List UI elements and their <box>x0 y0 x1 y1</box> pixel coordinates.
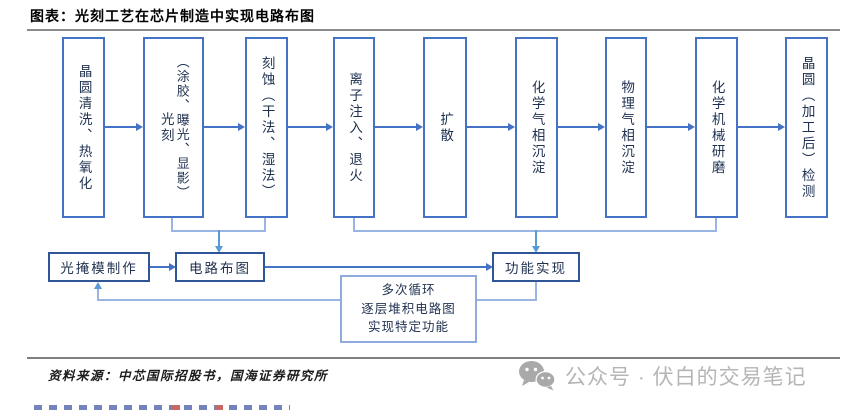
connector-line <box>97 299 537 301</box>
footer-divider <box>27 357 840 359</box>
connector-line <box>171 218 173 232</box>
process-step-box-diffusion: 扩散 <box>423 37 467 218</box>
process-step-box-cvd: 化学气相沉淀 <box>515 37 558 218</box>
flow-arrow-line <box>288 126 327 128</box>
arrow-down-icon <box>215 246 223 253</box>
arrow-right-icon <box>688 123 695 131</box>
arrow-up-icon <box>94 282 102 289</box>
wechat-icon <box>518 360 556 391</box>
step-label: 光刻 <box>158 111 174 144</box>
process-step-box-wafer-test: 晶圆（加工后）检测 <box>785 37 828 218</box>
watermark-text: 公众号 · 伏白的交易笔记 <box>565 365 807 389</box>
step-label: 扩散 <box>438 111 454 144</box>
step-label: 离子注入、退火 <box>347 71 363 184</box>
flow-arrow-line <box>647 126 689 128</box>
circuit-layout-box: 电路布图 <box>175 252 265 282</box>
process-step-box-cmp: 化学机械研磨 <box>695 37 738 218</box>
loop-note-line: 逐层堆积电路图 <box>361 301 456 316</box>
arrow-right-icon <box>326 123 333 131</box>
function-realization-label: 功能实现 <box>505 261 567 276</box>
photomask-label: 光掩模制作 <box>60 261 138 276</box>
step-sublabel: （涂胶、曝光、显影） <box>174 55 190 200</box>
connector-line <box>97 288 99 301</box>
process-step-box-lithography: （涂胶、曝光、显影） 光刻 <box>143 37 204 218</box>
process-step-box-wafer-clean: 晶圆清洗、热氧化 <box>62 37 105 218</box>
flow-arrow-line <box>738 126 779 128</box>
connector-line <box>535 230 537 247</box>
arrow-right-icon <box>486 263 493 271</box>
arrow-right-icon <box>778 123 785 131</box>
flow-arrow-line <box>467 126 509 128</box>
clipped-text-fragment <box>172 405 180 410</box>
loop-note-line: 多次循环 <box>381 282 436 297</box>
title-divider <box>27 29 840 31</box>
arrow-right-icon <box>416 123 423 131</box>
connector-line <box>353 218 355 232</box>
watermark: 公众号 · 伏白的交易笔记 <box>518 360 807 391</box>
arrow-right-icon <box>136 123 143 131</box>
flow-arrow-line <box>375 126 417 128</box>
function-realization-box: 功能实现 <box>492 252 580 282</box>
arrow-right-icon <box>169 263 176 271</box>
clipped-text-fragment <box>215 405 223 410</box>
connector-line <box>535 282 537 301</box>
arrow-right-icon <box>238 123 245 131</box>
loop-note-box: 多次循环 逐层堆积电路图 实现特定功能 <box>340 275 477 343</box>
process-step-box-etching: 刻蚀（干法、湿法） <box>245 37 288 218</box>
connector-line <box>218 230 220 247</box>
arrow-down-icon <box>532 246 540 253</box>
flow-arrow-line <box>558 126 599 128</box>
circuit-layout-label: 电路布图 <box>189 261 251 276</box>
source-note: 资料来源：中芯国际招股书，国海证券研究所 <box>48 369 329 383</box>
step-label: 刻蚀（干法、湿法） <box>259 55 275 200</box>
flow-arrow-line <box>105 126 137 128</box>
step-label: 晶圆（加工后）检测 <box>799 55 815 200</box>
flow-arrow-line <box>203 126 239 128</box>
step-label: 化学机械研磨 <box>709 79 725 176</box>
flow-arrow-line <box>265 266 487 268</box>
flow-arrow-line <box>150 266 170 268</box>
step-label: 晶圆清洗、热氧化 <box>76 63 92 192</box>
connector-line <box>715 218 717 232</box>
process-step-box-ion-implant: 离子注入、退火 <box>333 37 375 218</box>
figure-title: 图表：光刻工艺在芯片制造中实现电路布图 <box>30 10 315 25</box>
process-step-box-pvd: 物理气相沉淀 <box>605 37 647 218</box>
arrow-right-icon <box>598 123 605 131</box>
photomask-box: 光掩模制作 <box>48 252 150 282</box>
loop-note-line: 实现特定功能 <box>367 320 449 335</box>
step-label: 化学气相沉淀 <box>529 79 545 176</box>
arrow-right-icon <box>508 123 515 131</box>
step-label: 物理气相沉淀 <box>619 79 635 176</box>
connector-line <box>264 218 266 232</box>
clipped-text-fragment <box>34 405 290 410</box>
